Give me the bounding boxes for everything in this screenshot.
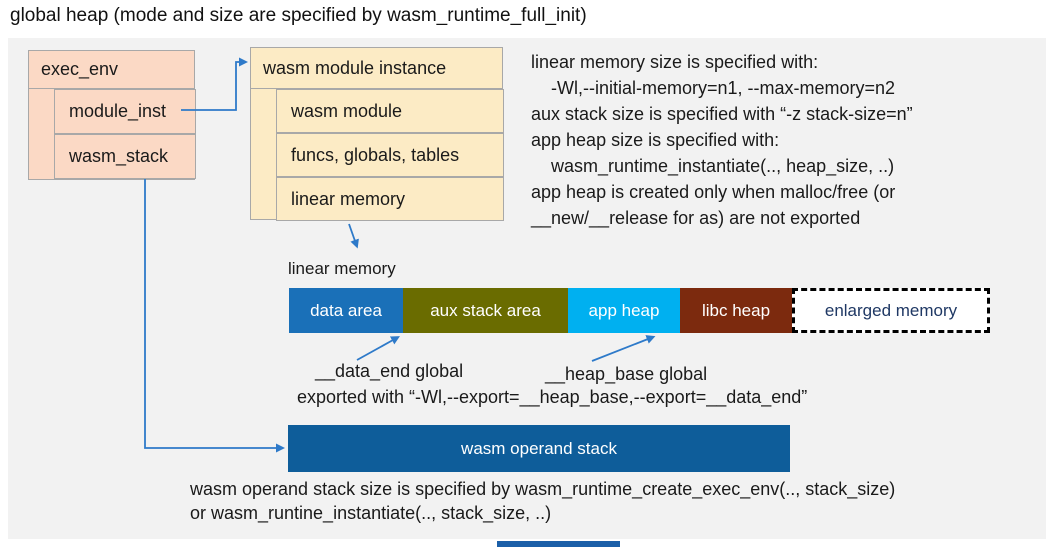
page-title: global heap (mode and size are specified… (10, 5, 587, 26)
note-line: aux stack size is specified with “-z sta… (531, 104, 913, 124)
segment-app-heap: app heap (568, 288, 680, 333)
operand-stack-caption-line1: wasm operand stack size is specified by … (190, 479, 896, 499)
linear-memory-bar: data area aux stack area app heap libc h… (289, 288, 990, 333)
note-line: -Wl,--initial-memory=n1, --max-memory=n2 (551, 78, 896, 98)
size-notes-block: linear memory size is specified with: -W… (531, 49, 1043, 231)
module-instance-row-funcs-globals-tables: funcs, globals, tables (276, 133, 504, 177)
module-instance-row-linear-memory: linear memory (276, 177, 504, 221)
exec-env-box: exec_env module_inst wasm_stack (28, 50, 196, 180)
heap-base-global-label: __heap_base global (545, 364, 708, 384)
operand-stack-caption-line2: or wasm_runtine_instantiate(.., stack_si… (190, 503, 552, 523)
linear-memory-label: linear memory (288, 259, 396, 278)
module-instance-row-wasm-module: wasm module (276, 89, 504, 133)
exec-env-row-wasm-stack: wasm_stack (54, 134, 196, 179)
note-line: linear memory size is specified with: (531, 52, 819, 72)
exec-env-header: exec_env (29, 51, 194, 89)
data-end-global-label: __data_end global (315, 361, 464, 381)
segment-libc-heap: libc heap (680, 288, 792, 333)
note-line: wasm_runtime_instantiate(.., heap_size, … (551, 156, 895, 176)
module-instance-header: wasm module instance (251, 48, 502, 89)
wasm-operand-stack-bar: wasm operand stack (288, 425, 790, 472)
exported-flags-label: exported with “-Wl,--export=__heap_base,… (297, 387, 808, 407)
note-line: __new/__release for as) are not exported (531, 208, 861, 228)
wasm-operand-stack-label: wasm operand stack (461, 438, 617, 458)
note-line: app heap size is specified with: (531, 130, 780, 150)
segment-data-area: data area (289, 288, 403, 333)
wasm-module-instance-box: wasm module instance wasm module funcs, … (250, 47, 504, 221)
footer-accent-bar (497, 541, 620, 547)
exec-env-row-module-inst: module_inst (54, 89, 196, 134)
segment-enlarged-memory: enlarged memory (792, 288, 990, 333)
segment-aux-stack-area: aux stack area (403, 288, 568, 333)
note-line: app heap is created only when malloc/fre… (531, 182, 896, 202)
